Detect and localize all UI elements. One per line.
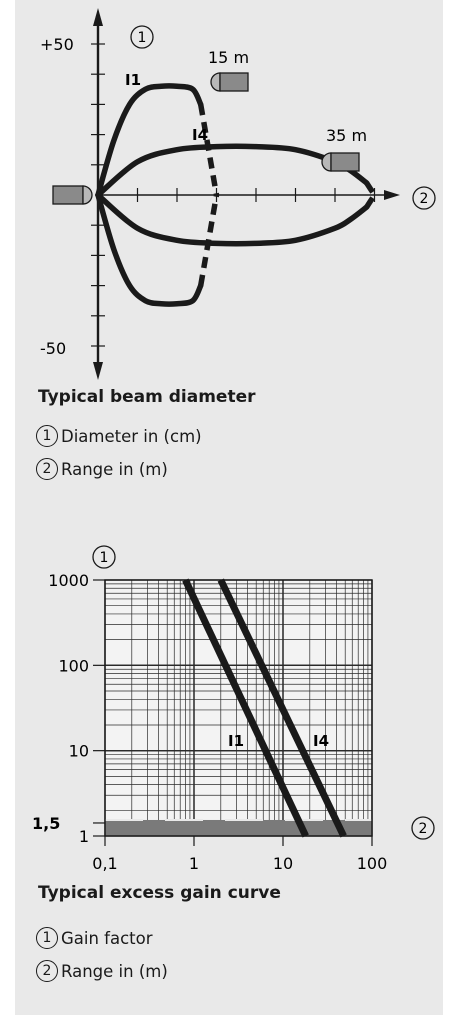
beam-legend-x-text: Range in (m) xyxy=(61,459,168,479)
gain-x-tick-label: 10 xyxy=(273,854,293,873)
beam-series-label-i4: I4 xyxy=(192,126,208,144)
beam-range-label-i1: 15 m xyxy=(208,48,249,67)
beam-curve-i4-lower-range-limit xyxy=(364,193,377,209)
gain-curve-i1 xyxy=(182,578,309,838)
gain-y-tick-label: 1000 xyxy=(48,571,89,590)
gain-series-label-i1: I1 xyxy=(228,732,244,750)
beam-chart-title: Typical beam diameter xyxy=(38,387,256,407)
gain-series-label-i4: I4 xyxy=(313,732,329,750)
beam-y-tick-label: -50 xyxy=(40,339,66,358)
beam-y-axis-marker-label: 1 xyxy=(138,30,147,46)
gain-threshold-label: 1,5 xyxy=(32,814,60,833)
beam-legend-y-text: Diameter in (cm) xyxy=(61,426,202,446)
gain-x-axis-marker xyxy=(411,816,435,840)
gain-chart-title: Typical excess gain curve xyxy=(38,883,281,903)
gain-x-tick-label: 100 xyxy=(357,854,388,873)
beam-y-tick-label: +50 xyxy=(40,35,74,54)
receiver-sensor-i1-lens xyxy=(210,72,221,92)
gain-y-axis-marker xyxy=(92,545,116,569)
beam-x-axis-marker xyxy=(412,186,436,210)
gain-legend-x-marker: 2 xyxy=(36,960,58,982)
beam-y-axis-marker xyxy=(130,25,154,49)
gain-legend-x: 2 Range in (m) xyxy=(36,960,168,982)
beam-curve-i1-lower xyxy=(95,192,204,307)
beam-legend-x-marker: 2 xyxy=(36,458,58,480)
beam-x-axis-arrow xyxy=(384,190,400,200)
beam-curve-i4-lower xyxy=(95,192,370,247)
gain-plot-frame xyxy=(104,579,373,837)
gain-legend-y-text: Gain factor xyxy=(61,928,153,948)
receiver-sensor-i4-body xyxy=(330,152,360,172)
beam-curve-i4-upper-range-limit xyxy=(364,181,377,197)
beam-range-label-i4: 35 m xyxy=(326,126,367,145)
beam-legend-x: 2 Range in (m) xyxy=(36,458,168,480)
beam-series-label-i1: I1 xyxy=(125,71,141,89)
gain-x-tick-label: 0,1 xyxy=(92,854,117,873)
gain-threshold-band xyxy=(105,819,372,836)
gain-y-axis-marker-label: 1 xyxy=(100,550,109,566)
gain-curve-i4 xyxy=(217,578,347,838)
gain-x-axis-marker-label: 2 xyxy=(419,821,428,837)
receiver-sensor-i1-body xyxy=(219,72,249,92)
gain-x-tick-label: 1 xyxy=(189,854,199,873)
beam-diameter-chart: +50 -50 1 2 15 m I1 35 m I4 xyxy=(40,8,436,380)
gain-legend-y-marker: 1 xyxy=(36,927,58,949)
gain-y-tick-label: 100 xyxy=(58,656,89,675)
beam-y-axis-arrow-down xyxy=(93,362,103,380)
beam-curve-i1-lower-range-limit xyxy=(197,194,220,287)
beam-legend-y-marker: 1 xyxy=(36,425,58,447)
beam-y-axis-arrow-up xyxy=(93,8,103,26)
gain-y-tick-label: 10 xyxy=(69,742,89,761)
gain-y-tick-label: 1 xyxy=(79,827,89,846)
gain-legend-x-text: Range in (m) xyxy=(61,961,168,981)
beam-legend-y: 1 Diameter in (cm) xyxy=(36,425,202,447)
beam-curve-i1-upper xyxy=(95,83,204,198)
emitter-sensor-lens xyxy=(82,185,93,205)
receiver-sensor-i4-lens xyxy=(321,152,332,172)
beam-x-axis-marker-label: 2 xyxy=(420,191,429,207)
gain-legend-y: 1 Gain factor xyxy=(36,927,153,949)
beam-curve-i1-upper-range-limit xyxy=(197,103,220,196)
